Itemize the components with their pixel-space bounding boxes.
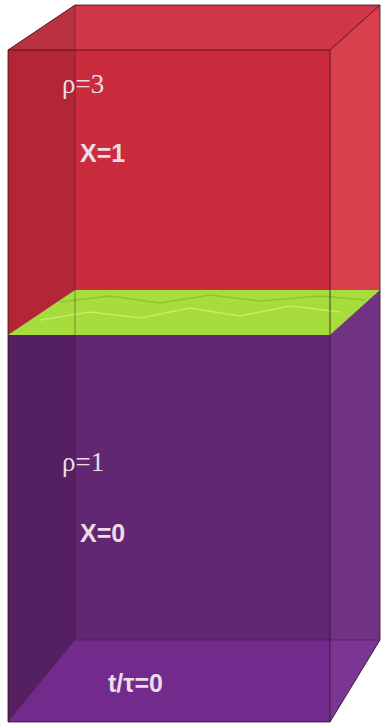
value-label: ρ=3 <box>62 70 104 100</box>
value-label: X=1 <box>80 140 125 168</box>
value-label: X=0 <box>80 520 125 548</box>
interface-ripple <box>40 306 340 320</box>
top-face <box>8 5 380 50</box>
lower-right-face <box>330 290 380 722</box>
value-label: ρ=1 <box>62 448 104 478</box>
interface-ripple <box>60 295 365 303</box>
value-label: t/τ=0 <box>108 670 163 698</box>
interface-plane <box>8 290 380 335</box>
box-edges <box>8 5 380 722</box>
lower-front-face <box>8 335 330 722</box>
upper-right-face <box>330 5 380 335</box>
